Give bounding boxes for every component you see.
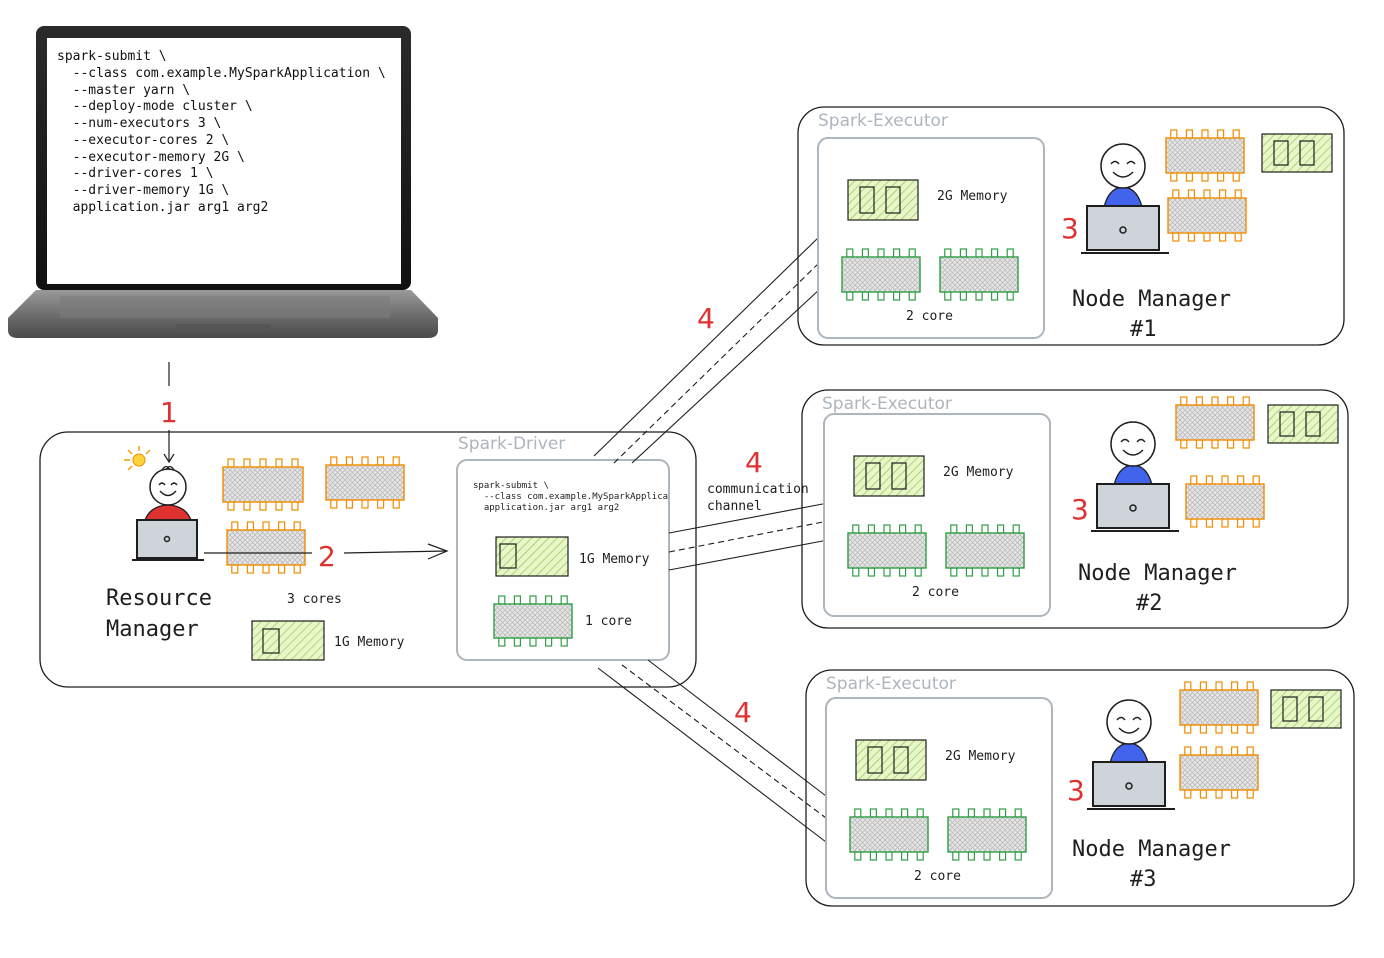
channel-to-executor-3 (597, 659, 827, 843)
laptop-code-line: --driver-cores 1 \ (57, 166, 214, 181)
step-4-label-c: 4 (734, 696, 752, 729)
core-chip (222, 458, 304, 511)
core-chip (1165, 129, 1245, 182)
resource-manager-container (39, 431, 697, 688)
laptop-icon (1081, 205, 1169, 254)
executor-memory-label: 2G Memory (945, 749, 1016, 764)
core-chip (841, 248, 921, 301)
driver-title: Spark-Driver (458, 434, 565, 454)
node-manager-label: Node Manager (1078, 561, 1237, 586)
core-chip (947, 808, 1027, 861)
node-container (797, 106, 1345, 346)
node-manager-number: #1 (1130, 317, 1157, 342)
laptop-icon (1087, 761, 1175, 810)
resource-manager-cores (222, 456, 405, 574)
laptop-icon (1091, 483, 1179, 532)
executor-title: Spark-Executor (818, 111, 948, 131)
executor-cores-label: 2 core (912, 585, 959, 600)
memory-block (847, 179, 919, 221)
laptop-code-line: --deploy-mode cluster \ (57, 99, 253, 114)
step-4-label-b: 4 (745, 446, 763, 479)
node-manager-person (1091, 421, 1179, 532)
rm-memory-block (251, 620, 325, 661)
core-chip (1175, 396, 1255, 449)
node-manager-label: Node Manager (1072, 837, 1231, 862)
channel-to-executor-1 (593, 235, 821, 464)
core-chip (325, 456, 405, 509)
laptop-code-line: --num-executors 3 \ (57, 116, 221, 131)
laptop-icon (136, 519, 198, 559)
memory-block (853, 455, 925, 497)
executor-container (825, 697, 1053, 899)
rm-memory-label: 1G Memory (334, 635, 405, 650)
core-chip (945, 524, 1025, 577)
laptop-code-line: --class com.example.MySparkApplication \ (57, 66, 386, 81)
core-chip (493, 595, 573, 647)
laptop-code-line: spark-submit \ (57, 49, 167, 64)
laptop-screen (47, 38, 401, 284)
core-chip (226, 521, 306, 574)
resource-manager-person (124, 446, 204, 561)
laptop-code: spark-submit \ --class com.example.MySpa… (0, 0, 441, 215)
driver-cores (493, 595, 573, 647)
step-2-label: 2 (318, 540, 336, 573)
step1-arrow (163, 362, 175, 464)
executor-title: Spark-Executor (826, 674, 956, 694)
executor-memory-label: 2G Memory (943, 465, 1014, 480)
step-4-label-a: 4 (697, 302, 715, 335)
driver-memory-label: 1G Memory (579, 552, 650, 567)
step-3-label: 3 (1071, 493, 1089, 526)
node-manager-person (1081, 143, 1169, 254)
core-chip (849, 808, 929, 861)
driver-cores-label: 1 core (585, 614, 632, 629)
step-3-label: 3 (1067, 774, 1085, 807)
node-container (801, 389, 1349, 629)
core-chip (1167, 189, 1247, 242)
node-container (805, 669, 1355, 907)
communication-channel-label: communication channel (707, 482, 817, 514)
driver-memory-block (495, 536, 569, 577)
memory-block (1267, 404, 1339, 444)
laptop: spark-submit \ --class com.example.MySpa… (0, 0, 441, 338)
memory-block (1270, 689, 1342, 729)
laptop-code-line: --driver-memory 1G \ (57, 183, 229, 198)
lightbulb-icon (124, 446, 151, 471)
laptop-code-line: --master yarn \ (57, 83, 190, 98)
executor-title: Spark-Executor (822, 394, 952, 414)
step-3-label: 3 (1061, 212, 1079, 245)
core-chip (1179, 681, 1259, 734)
node-manager-person (1087, 699, 1175, 810)
rm-cores-label: 3 cores (287, 592, 342, 607)
executor-cores-label: 2 core (906, 309, 953, 324)
step-1-label: 1 (160, 396, 178, 429)
executor-memory-label: 2G Memory (937, 189, 1008, 204)
driver-code: spark-submit \ --class com.example.MySpa… (0, 0, 695, 513)
core-chip (847, 524, 927, 577)
core-chip (1185, 475, 1265, 528)
executor-cores-label: 2 core (914, 869, 961, 884)
memory-block (1261, 133, 1333, 173)
node-manager-number: #2 (1136, 591, 1163, 616)
laptop-code-line: --executor-cores 2 \ (57, 133, 229, 148)
executor-container (817, 137, 1045, 339)
laptop-code-line: --executor-memory 2G \ (57, 150, 245, 165)
core-chip (1179, 746, 1259, 799)
resource-manager-label: Resource Manager (106, 586, 225, 642)
step2-arrow (204, 543, 449, 560)
node-manager-number: #3 (1130, 867, 1157, 892)
memory-block (855, 739, 927, 781)
laptop-code-line: application.jar arg1 arg2 (57, 200, 268, 215)
node-manager-label: Node Manager (1072, 287, 1231, 312)
core-chip (939, 248, 1019, 301)
